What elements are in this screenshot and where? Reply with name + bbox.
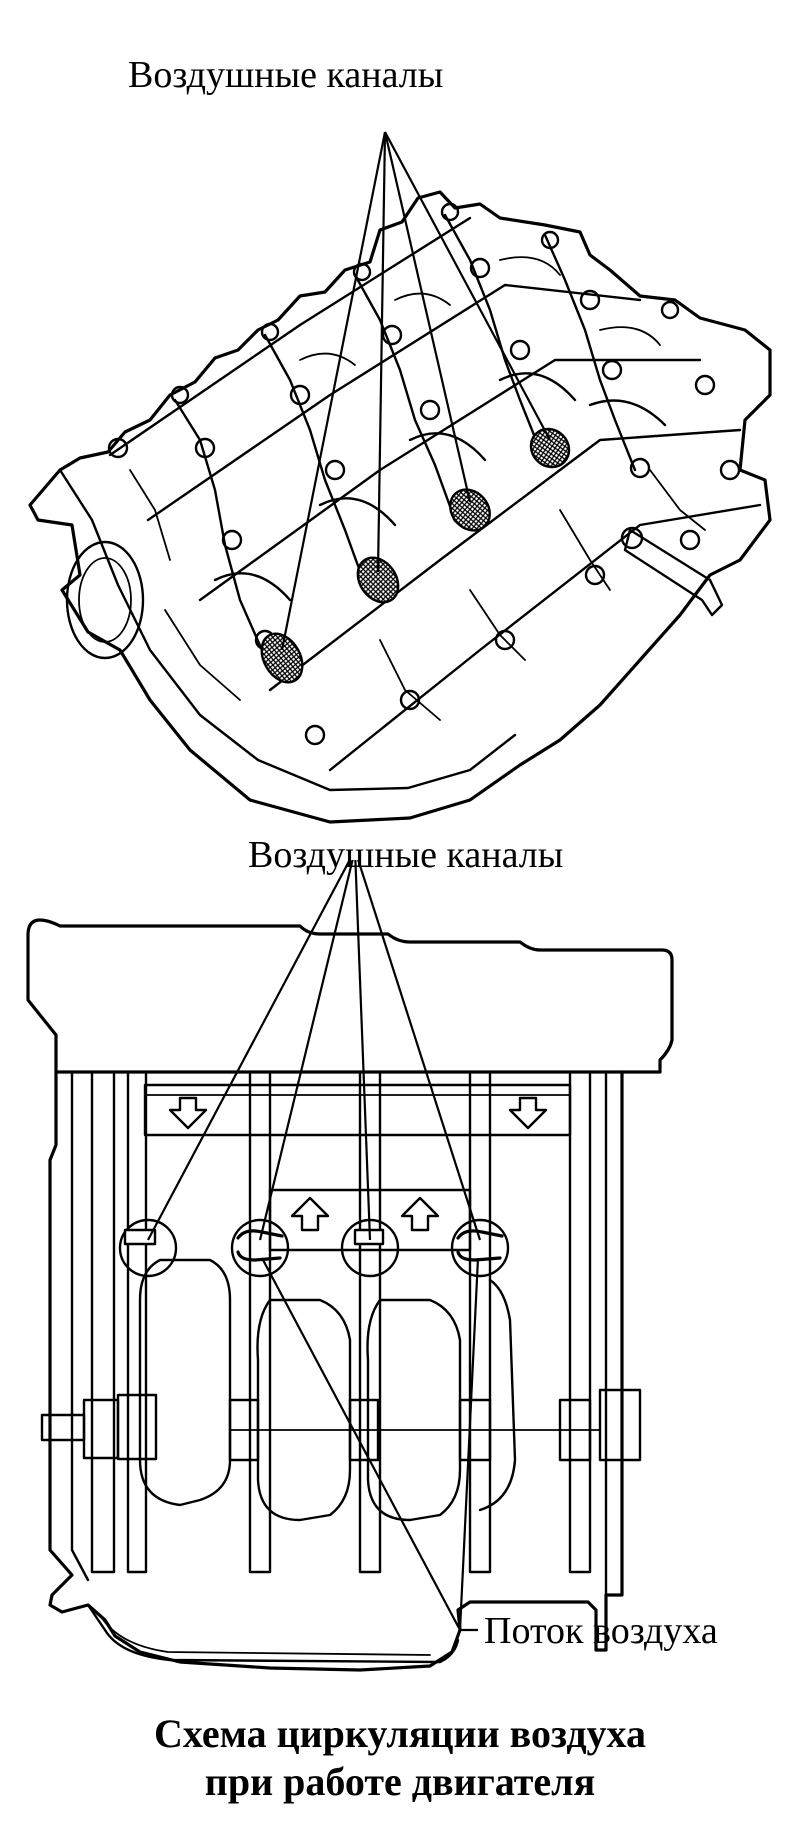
up-arrow-icon [400,1196,440,1232]
air-flow-label: Поток воздуха [484,1610,718,1652]
cylinder-block-isometric-drawing [28,131,772,824]
channel-slot [123,1228,157,1246]
bolt-bosses [107,202,741,746]
air-channel-rings [118,1218,510,1278]
crankshaft [40,1388,642,1462]
down-arrow-icon [168,1096,208,1130]
mesh-vent-icon [356,556,400,604]
leader-lines-section [147,860,482,1241]
bulkheads [173,213,637,652]
leader-lines-flow [261,1257,480,1632]
leader-lines-top [280,131,551,651]
caption-line-2: при работе двигателя [204,1759,596,1804]
bearing-saddles [213,372,667,602]
caption-line-1: Схема циркуляции воздуха [153,1711,647,1756]
mesh-vent-icon [529,427,571,469]
air-channel-meshes [260,427,571,684]
mesh-vent-icon [449,488,491,532]
crank-webs [138,1258,517,1522]
mesh-vent-icon [260,632,304,684]
down-arrow-icon [508,1096,548,1130]
air-channels-label-section: Воздушные каналы [248,834,564,876]
figure-caption: Схема циркуляции воздуха при работе двиг… [0,1710,800,1806]
engine-section-drawing [26,860,674,1672]
cylinder-walls [90,1070,592,1574]
air-channels-label-top: Воздушные каналы [128,54,444,96]
airflow-arrows [168,1096,548,1232]
up-arrow-icon [290,1196,330,1232]
